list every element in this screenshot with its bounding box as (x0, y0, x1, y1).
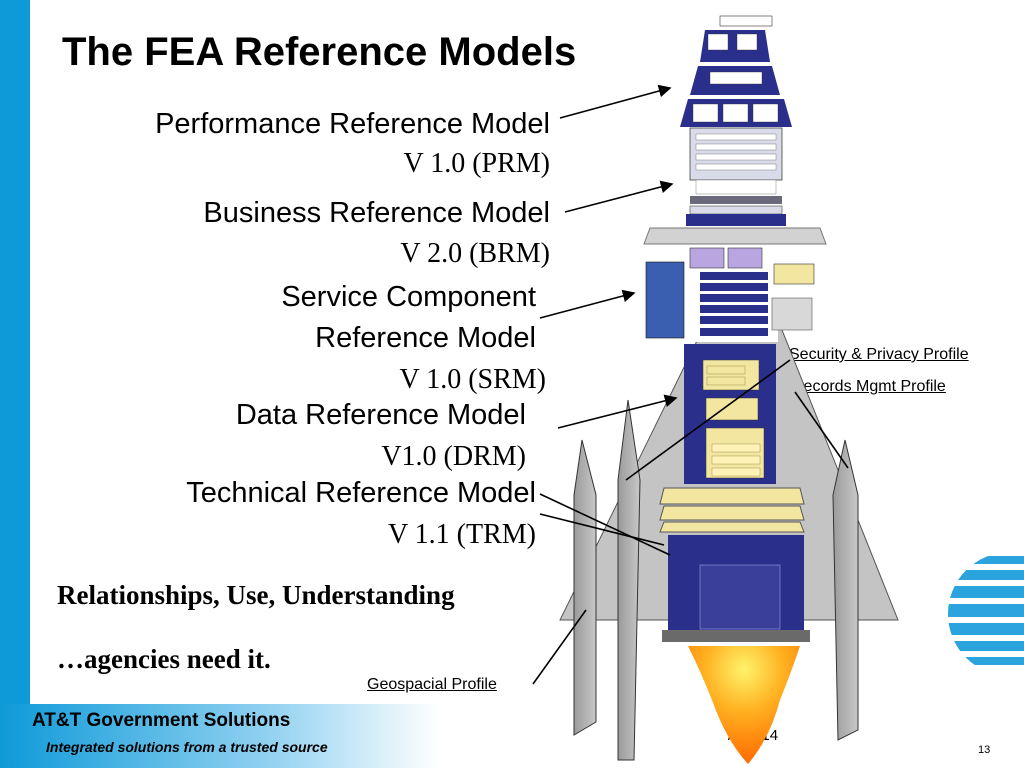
slide-number: 13 (978, 744, 991, 756)
prm-label: Performance Reference Model (155, 108, 550, 140)
rocket-booster-mid-left (617, 399, 641, 761)
trm-version: V 1.1 (TRM) (387, 519, 536, 550)
brm-label: Business Reference Model (203, 197, 550, 229)
geospacial-profile-link[interactable]: Geospacial Profile (367, 676, 497, 693)
trm-base (659, 487, 810, 642)
service-band (643, 227, 827, 245)
srm-label-line1: Service Component (281, 281, 536, 313)
pointer-arrows (532, 84, 849, 685)
company-slogan: Integrated solutions from a trusted sour… (46, 739, 328, 755)
company-name: AT&T Government Solutions (32, 710, 291, 731)
att-globe-logo (948, 552, 1024, 676)
slide-title: The FEA Reference Models (62, 30, 577, 74)
tagline-relationships: Relationships, Use, Understanding (57, 580, 455, 610)
security-privacy-profile-link[interactable]: Security & Privacy Profile (789, 346, 969, 363)
srm-version: V 1.0 (SRM) (399, 364, 546, 395)
drm-version: V1.0 (DRM) (381, 441, 526, 472)
drm-column (684, 344, 776, 484)
srm-label-line2: Reference Model (315, 322, 536, 354)
drm-label: Data Reference Model (235, 399, 526, 431)
footer-gradient-bar (0, 704, 440, 768)
brm-stack (686, 127, 786, 226)
left-accent-bar (0, 0, 30, 768)
trm-label: Technical Reference Model (186, 477, 536, 509)
rocket-flame (688, 646, 800, 764)
rocket-booster-left (573, 439, 597, 736)
rocket-booster-right (832, 439, 859, 741)
srm-block (645, 246, 815, 342)
prm-version: V 1.0 (PRM) (403, 148, 550, 179)
prm-pyramid (680, 15, 833, 127)
tagline-agencies: …agencies need it. (57, 644, 271, 674)
brm-version: V 2.0 (BRM) (400, 238, 550, 269)
records-mgmt-profile-link[interactable]: Records Mgmt Profile (792, 378, 946, 395)
